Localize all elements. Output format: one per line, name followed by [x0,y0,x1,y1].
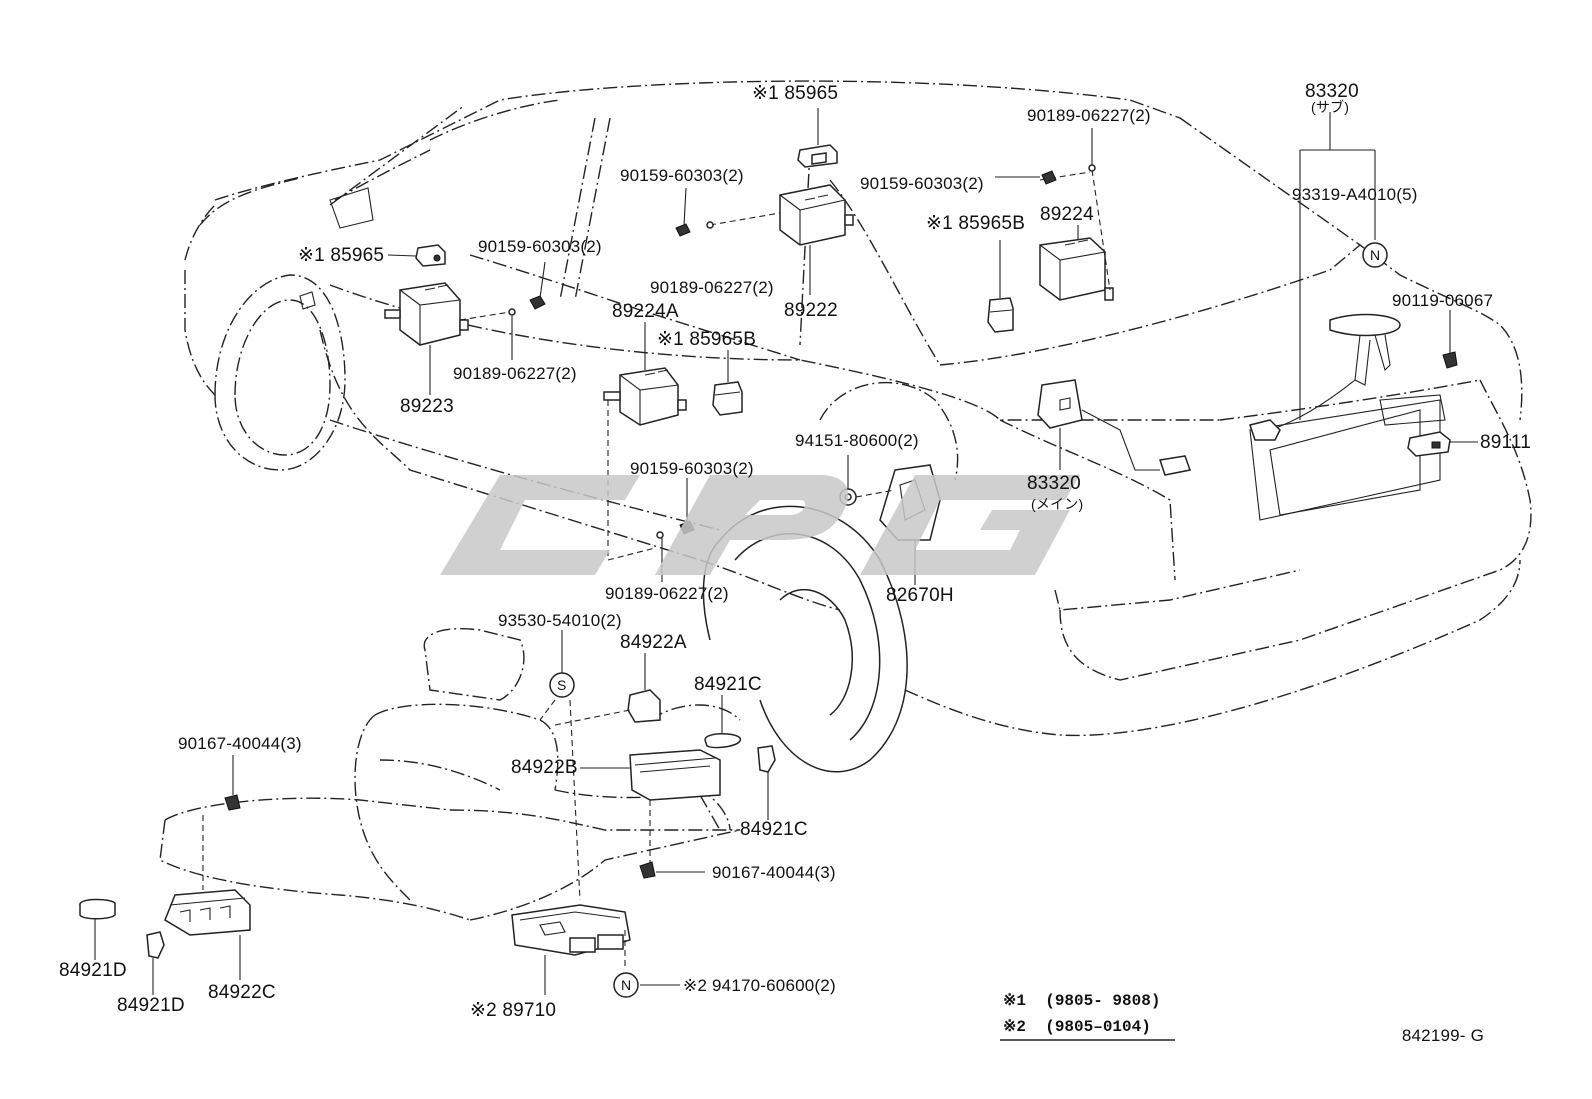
note-1: ※1 (9805- 9808) [1003,992,1161,1010]
label-83320-sub: 83320 [1305,81,1359,102]
watermark-logo [440,475,1080,575]
switch-84922B [580,749,721,879]
drawing-number: 842199- G [1401,1026,1484,1045]
switch-84922A [554,653,661,726]
label-90159-60303-a: 90159-60303(2) [620,166,744,185]
label-93530: 93530-54010(2) [498,611,622,630]
unit-89710 [511,904,680,995]
label-84921C-low: 84921C [740,819,808,840]
fuel-sender-83320-sub [1249,112,1401,441]
symbol-s-mid [549,672,575,698]
label-89224: 89224 [1040,204,1094,225]
label-83320-main: 83320 [1027,473,1081,494]
ecu-89222 [675,184,854,295]
symbol-n-top [1362,242,1388,268]
label-84922C: 84922C [208,982,276,1003]
symbol-n-low [613,972,639,998]
parts-89111-group [1407,310,1478,457]
label-82670H: 82670H [886,585,954,606]
label-90159-60303-d: 90159-60303(2) [630,459,754,478]
label-84921D-a: 84921D [59,960,127,981]
label-89710: ※2 89710 [470,1000,557,1021]
car-body-outline [184,80,1532,737]
ecu-89224-right [995,128,1114,301]
knob-84921D [79,898,165,995]
label-84922B: 84922B [511,757,578,778]
knob-84921C [704,695,776,820]
sensor-85965-roof [797,108,838,168]
symbol-n-low-letter: N [621,977,632,993]
ecu-89224A [603,322,687,561]
label-84922A: 84922A [620,632,687,653]
symbol-s-mid-letter: S [557,677,567,693]
label-85965-left: ※1 85965 [298,245,385,266]
label-90159-60303-c: 90159-60303(2) [478,237,602,256]
sensor-85965B-mid [712,350,743,416]
label-90119: 90119-06067 [1392,291,1494,310]
label-89223: 89223 [400,396,454,417]
label-94151: 94151-80600(2) [795,431,919,450]
label-90159-60303-b: 90159-60303(2) [860,174,984,193]
label-84921D-b: 84921D [117,995,185,1016]
label-89222: 89222 [784,300,838,321]
label-85965-roof: ※1 85965 [752,83,839,104]
label-85965B-mid: ※1 85965B [657,329,757,350]
label-89111: 89111 [1480,432,1532,453]
label-94170: ※2 94170-60600(2) [683,976,836,995]
screw-90167-left [202,755,241,890]
sensor-85965-left [387,244,446,267]
switch-84922C [164,889,251,980]
sensor-85965B-right [987,240,1014,333]
label-89224A: 89224A [612,301,679,322]
label-84921C-top: 84921C [694,674,762,695]
label-90189-06227-left: 90189-06227(2) [453,364,577,383]
label-85965B-right: ※1 85965B [926,213,1026,234]
fuel-sender-83320-main [1037,379,1191,476]
label-90189-06227-low: 90189-06227(2) [605,584,729,603]
label-93319: 93319-A4010(5) [1292,185,1418,204]
label-90167-40044-right: 90167-40044(3) [712,863,836,882]
screw-93530 [539,630,581,901]
label-83320-sub-note: (サブ) [1311,99,1350,115]
label-90189-06227-top: 90189-06227(2) [1027,106,1151,125]
symbol-n-top-letter: N [1370,247,1381,263]
note-2: ※2 (9805–0104) [1003,1018,1151,1036]
label-90189-06227-mid: 90189-06227(2) [650,278,774,297]
label-90167-40044-left: 90167-40044(3) [178,734,302,753]
ecu-89223 [384,261,546,395]
label-83320-main-note: (メイン) [1031,496,1084,512]
